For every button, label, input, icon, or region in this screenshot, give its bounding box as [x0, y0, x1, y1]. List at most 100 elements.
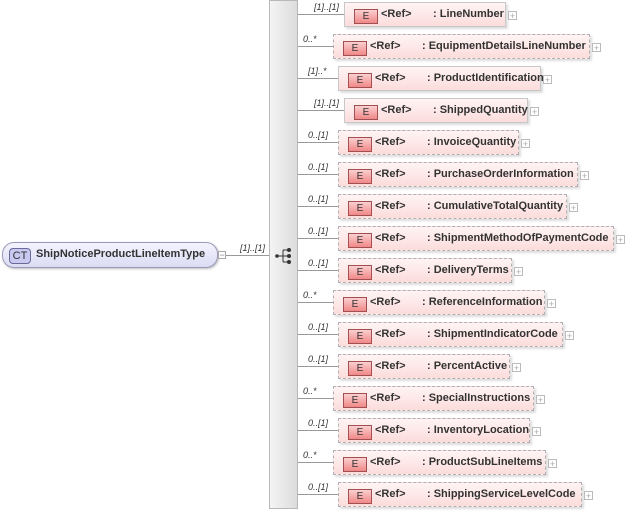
ref-label: <Ref>: [375, 136, 406, 148]
expand-icon[interactable]: +: [521, 139, 530, 149]
connector-line: [298, 494, 338, 495]
connector-line: [298, 334, 338, 335]
element-name: : ShipmentIndicatorCode: [427, 328, 558, 340]
expand-icon[interactable]: +: [514, 267, 523, 277]
sequence-compositor[interactable]: [269, 0, 298, 509]
element-badge: E: [348, 425, 372, 440]
element-cardinality: [1]..*: [308, 66, 327, 76]
element-badge: E: [348, 265, 372, 280]
expand-icon[interactable]: +: [569, 203, 578, 213]
element-name: : ShippedQuantity: [433, 104, 528, 116]
element-ref-node[interactable]: E <Ref> : LineNumber: [344, 2, 506, 27]
expand-icon[interactable]: +: [580, 171, 589, 181]
ref-label: <Ref>: [375, 328, 406, 340]
collapse-icon[interactable]: −: [218, 250, 226, 260]
element-badge: E: [348, 137, 372, 152]
ref-label: <Ref>: [381, 104, 412, 116]
expand-icon[interactable]: +: [532, 427, 541, 437]
element-name: : EquipmentDetailsLineNumber: [422, 40, 586, 52]
element-cardinality: 0..[1]: [308, 354, 329, 364]
element-badge: E: [348, 201, 372, 216]
connector-line: [298, 78, 338, 79]
element-name: : PurchaseOrderInformation: [427, 168, 574, 180]
element-ref-node[interactable]: E <Ref> : EquipmentDetailsLineNumber: [333, 34, 590, 59]
expand-icon[interactable]: +: [547, 299, 556, 309]
ref-label: <Ref>: [370, 392, 401, 404]
element-name: : ReferenceInformation: [422, 296, 543, 308]
element-ref-node[interactable]: E <Ref> : InvoiceQuantity: [338, 130, 519, 155]
element-ref-node[interactable]: E <Ref> : ProductIdentification: [338, 66, 544, 91]
expand-icon[interactable]: +: [530, 107, 539, 117]
connector-line: [298, 462, 333, 463]
ref-label: <Ref>: [381, 8, 412, 20]
connector-line: [298, 366, 338, 367]
element-badge: E: [343, 41, 367, 56]
element-cardinality: 0..[1]: [308, 258, 329, 268]
ref-label: <Ref>: [375, 232, 406, 244]
element-ref-node[interactable]: E <Ref> : InventoryLocation: [338, 418, 530, 443]
element-ref-node[interactable]: E <Ref> : PurchaseOrderInformation: [338, 162, 578, 187]
expand-icon[interactable]: +: [616, 235, 625, 245]
connector-line: [298, 46, 333, 47]
element-badge: E: [343, 457, 367, 472]
element-cardinality: 0..[1]: [308, 226, 329, 236]
complex-type-name: ShipNoticeProductLineItemType: [36, 248, 206, 260]
connector-line: [298, 398, 333, 399]
connector-line: [298, 142, 338, 143]
expand-icon[interactable]: +: [543, 75, 552, 85]
element-cardinality: 0..*: [303, 34, 317, 44]
element-badge: E: [354, 105, 378, 120]
element-cardinality: 0..*: [303, 450, 317, 460]
element-ref-node[interactable]: E <Ref> : ReferenceInformation: [333, 290, 545, 315]
element-ref-node[interactable]: E <Ref> : ShipmentIndicatorCode: [338, 322, 563, 347]
element-name: : InventoryLocation: [427, 424, 530, 436]
element-ref-node[interactable]: E <Ref> : DeliveryTerms: [338, 258, 512, 283]
expand-icon[interactable]: +: [565, 331, 574, 341]
ct-badge: CT: [9, 248, 31, 264]
element-name: : ProductIdentification: [427, 72, 544, 84]
element-cardinality: [1]..[1]: [314, 98, 340, 108]
complex-type-node[interactable]: CT ShipNoticeProductLineItemType: [2, 242, 218, 268]
connector-line: [298, 302, 333, 303]
ref-label: <Ref>: [375, 168, 406, 180]
expand-icon[interactable]: +: [584, 491, 593, 501]
ref-label: <Ref>: [370, 456, 401, 468]
element-badge: E: [348, 489, 372, 504]
connector-line: [298, 14, 344, 15]
expand-icon[interactable]: +: [548, 459, 557, 469]
element-cardinality: [1]..[1]: [314, 2, 340, 12]
ref-label: <Ref>: [370, 40, 401, 52]
element-ref-node[interactable]: E <Ref> : ShippedQuantity: [344, 98, 528, 123]
element-cardinality: 0..[1]: [308, 194, 329, 204]
element-badge: E: [348, 361, 372, 376]
connector-line: [298, 238, 338, 239]
element-cardinality: 0..*: [303, 386, 317, 396]
ref-label: <Ref>: [375, 72, 406, 84]
element-name: : DeliveryTerms: [427, 264, 509, 276]
expand-icon[interactable]: +: [508, 11, 517, 21]
connector-line: [298, 110, 344, 111]
expand-icon[interactable]: +: [512, 363, 521, 373]
element-badge: E: [354, 9, 378, 24]
element-ref-node[interactable]: E <Ref> : SpecialInstructions: [333, 386, 534, 411]
element-cardinality: 0..[1]: [308, 418, 329, 428]
element-badge: E: [348, 169, 372, 184]
element-ref-node[interactable]: E <Ref> : ShippingServiceLevelCode: [338, 482, 582, 507]
sequence-compositor-icon: [275, 248, 291, 264]
element-name: : ShippingServiceLevelCode: [427, 488, 576, 500]
element-badge: E: [348, 329, 372, 344]
expand-icon[interactable]: +: [536, 395, 545, 405]
expand-icon[interactable]: +: [592, 43, 601, 53]
element-ref-node[interactable]: E <Ref> : ShipmentMethodOfPaymentCode: [338, 226, 614, 251]
element-badge: E: [343, 297, 367, 312]
element-ref-node[interactable]: E <Ref> : PercentActive: [338, 354, 510, 379]
element-name: : InvoiceQuantity: [427, 136, 517, 148]
element-name: : PercentActive: [427, 360, 508, 372]
ref-label: <Ref>: [375, 264, 406, 276]
element-name: : SpecialInstructions: [422, 392, 531, 404]
connector-line: [298, 174, 338, 175]
element-ref-node[interactable]: E <Ref> : CumulativeTotalQuantity: [338, 194, 567, 219]
element-ref-node[interactable]: E <Ref> : ProductSubLineItems: [333, 450, 546, 475]
connector-line: [298, 430, 338, 431]
